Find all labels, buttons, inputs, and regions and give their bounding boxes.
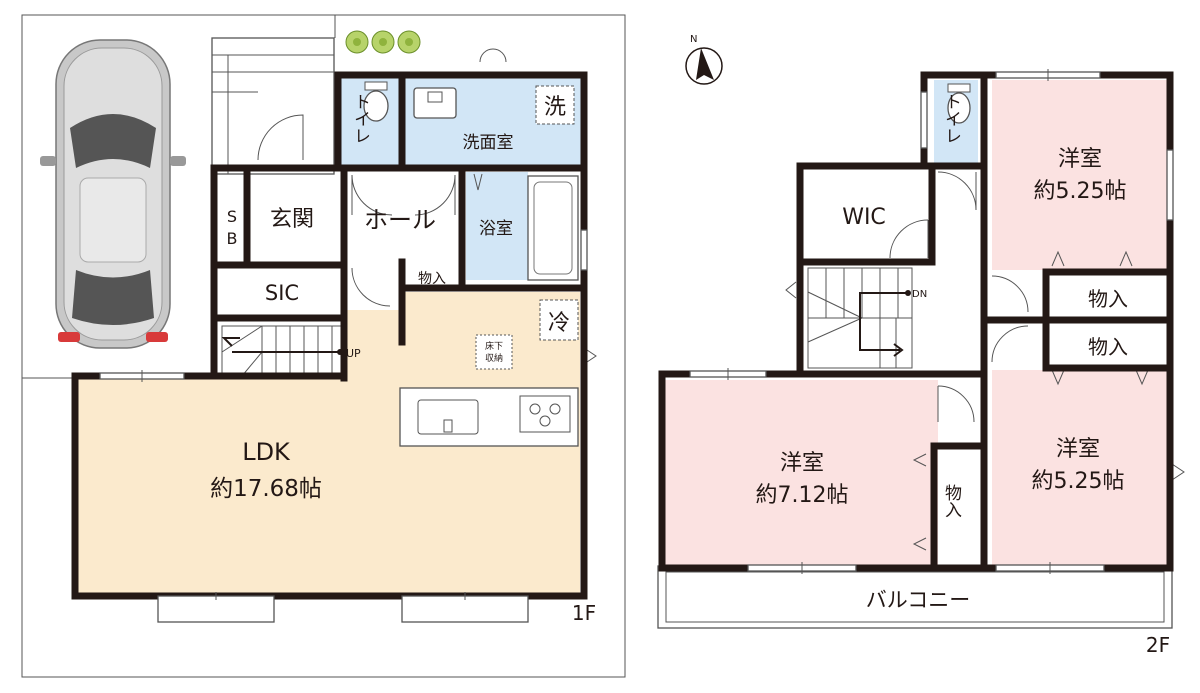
genkan-label: 玄関	[270, 207, 314, 232]
floor-1f-label: 1F	[572, 601, 596, 625]
hall-label: ホール	[364, 206, 436, 234]
storage-2f-2-label: 物入	[1088, 335, 1128, 359]
walls-1f-inner	[210, 71, 588, 382]
underfloor-label-bottom: 収納	[485, 352, 503, 364]
windows-2f	[689, 69, 1174, 574]
bedroom-se-name: 洋室	[1056, 437, 1100, 462]
toilet-2f-label: トイレ	[941, 93, 961, 144]
bedroom-w-name: 洋室	[780, 451, 824, 476]
shrubs	[345, 30, 421, 54]
fridge-mark: 冷	[548, 311, 570, 336]
balcony	[657, 565, 1173, 629]
ldk-label: LDK	[242, 438, 291, 466]
sb-label-bottom: B	[227, 229, 238, 248]
sb-label-top: S	[227, 207, 237, 226]
stairs-2f	[807, 267, 913, 369]
ldk-size: 約17.68帖	[210, 476, 322, 502]
storage-1f-label: 物入	[418, 271, 446, 287]
compass: N	[685, 34, 723, 85]
bathroom-fill	[466, 172, 528, 280]
floor-2f-label: 2F	[1146, 633, 1170, 657]
entrance-porch	[211, 37, 335, 175]
floor-1f: LDK 約17.68帖 玄関 ホール SIC S B トイレ 洗面室 浴室 物入…	[21, 14, 626, 678]
bathroom-label: 浴室	[479, 219, 513, 239]
underfloor-label-top: 床下	[485, 340, 503, 352]
up-mark: UP	[346, 347, 361, 360]
stairs-1f	[221, 325, 343, 377]
wic-label: WIC	[842, 205, 886, 230]
fixtures-2f	[947, 83, 971, 124]
washroom-label: 洗面室	[463, 133, 514, 153]
bedroom-w-fill	[664, 380, 938, 566]
sic-label: SIC	[265, 281, 299, 305]
dn-mark: DN	[912, 289, 927, 300]
walls-2f-inner	[796, 71, 1174, 572]
bedroom-se-fill	[992, 370, 1168, 566]
ldk-fill	[78, 292, 580, 593]
lot-boundary	[21, 14, 626, 678]
toilet-1f-label: トイレ	[350, 93, 370, 144]
storage-2f-v-label: 物入	[941, 484, 962, 518]
north-label: N	[690, 34, 697, 45]
north-arrow-icon	[696, 48, 714, 80]
parked-car	[40, 39, 186, 349]
balcony-label: バルコニー	[866, 588, 971, 612]
bedroom-w-size: 約7.12帖	[756, 483, 849, 508]
storage-2f-1-label: 物入	[1088, 287, 1128, 311]
bedroom-se-size: 約5.25帖	[1032, 469, 1125, 494]
doors-2f	[785, 171, 1185, 551]
fixtures-1f	[363, 81, 579, 447]
bedroom-ne-fill	[992, 80, 1168, 270]
washer-mark: 洗	[544, 95, 566, 120]
floor-2f: WIC トイレ 洋室 約5.25帖 洋室 約5.25帖 洋室 約7.12帖 物入…	[657, 69, 1185, 657]
bedroom-ne-size: 約5.25帖	[1034, 179, 1127, 204]
windows-1f	[99, 229, 588, 623]
bedroom-ne-name: 洋室	[1058, 147, 1102, 172]
doors-1f	[351, 48, 597, 365]
